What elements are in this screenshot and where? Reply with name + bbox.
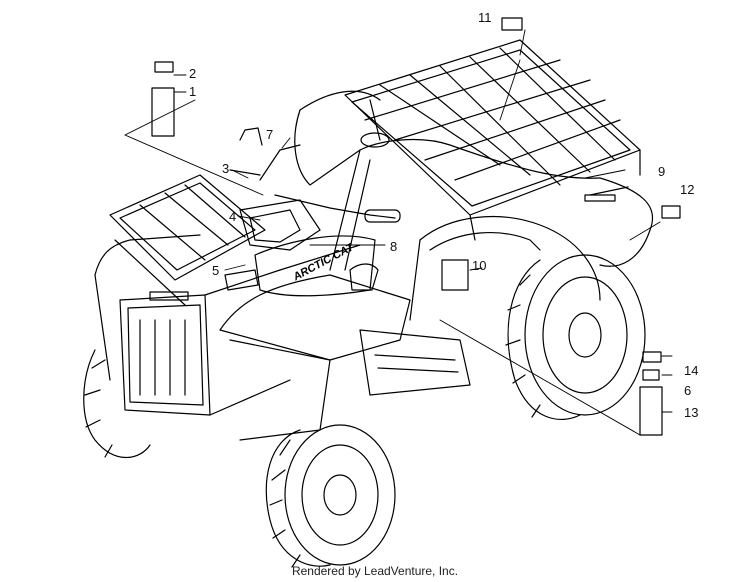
rear-rack [344, 39, 641, 241]
callout-12: 12 [680, 182, 695, 197]
callout-14: 14 [684, 363, 699, 378]
decal-14 [642, 351, 662, 363]
decal-1 [151, 87, 175, 137]
leader-lines [124, 29, 673, 436]
callout-3: 3 [222, 161, 230, 176]
callout-10: 10 [472, 258, 487, 273]
front-right-wheel [83, 349, 151, 458]
footer-credit: Rendered by LeadVenture, Inc. [291, 564, 459, 578]
front-left-wheel [265, 424, 396, 568]
front-rack [94, 174, 291, 416]
decal-13 [639, 386, 663, 436]
decal-10 [441, 259, 469, 291]
callout-4: 4 [229, 209, 237, 224]
callout-6: 6 [684, 383, 692, 398]
decal-6 [642, 369, 660, 381]
rear-body [294, 90, 654, 321]
callout-11: 11 [478, 10, 492, 25]
rear-wheel [505, 254, 646, 421]
callout-5: 5 [212, 263, 220, 278]
callout-8: 8 [390, 239, 398, 254]
callout-7: 7 [266, 127, 274, 142]
main-body [219, 127, 471, 441]
decals [151, 17, 681, 436]
decal-2 [154, 61, 174, 73]
callout-1: 1 [189, 84, 197, 99]
callout-2: 2 [189, 66, 197, 81]
decal-12 [661, 205, 681, 219]
callout-13: 13 [684, 405, 699, 420]
decal-11 [501, 17, 523, 31]
callout-9: 9 [658, 164, 666, 179]
